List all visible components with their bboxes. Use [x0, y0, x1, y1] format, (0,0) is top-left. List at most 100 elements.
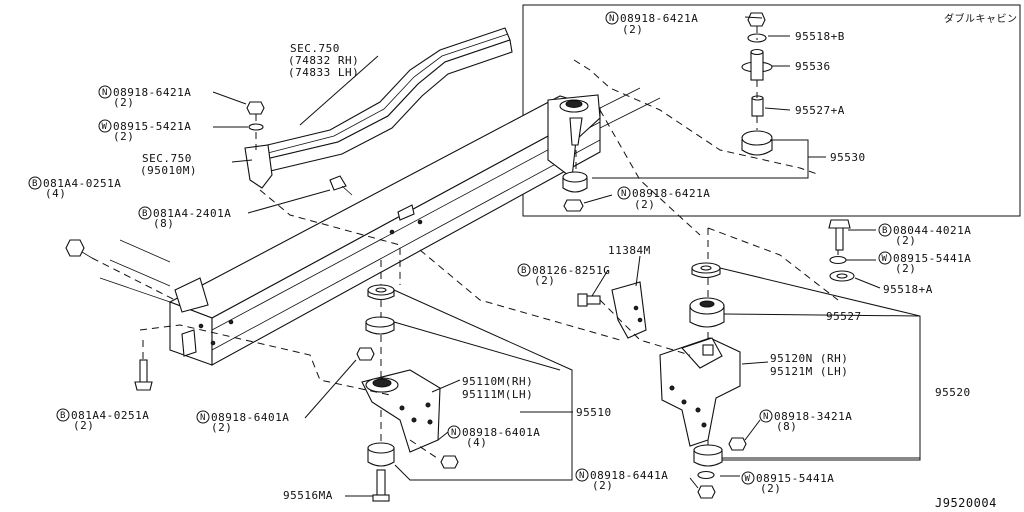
label-b-8251G: B 08126-8251G (2)	[517, 263, 610, 287]
side-member	[244, 27, 513, 189]
svg-text:08918-6401A: 08918-6401A	[462, 426, 540, 439]
svg-text:(8): (8)	[776, 420, 797, 433]
insulator-lower-95520	[693, 444, 723, 467]
label-b-4021A: B 08044-4021A (2)	[878, 223, 971, 247]
svg-text:95110M(RH): 95110M(RH)	[462, 375, 533, 388]
svg-text:95111M(LH): 95111M(LH)	[462, 388, 533, 401]
label-95536: 95536	[795, 60, 831, 73]
svg-text:08918-6421A: 08918-6421A	[113, 86, 191, 99]
bolt-0251A-bottom	[134, 359, 153, 391]
label-n-6421A-inset-bottom: N 08918-6421A (2)	[617, 186, 710, 211]
label-sec750-b: SEC.750 (95010M)	[140, 152, 197, 177]
svg-text:08126-8251G: 08126-8251G	[532, 264, 610, 277]
label-95518A: 95518+A	[883, 283, 933, 296]
mount-95530-upper	[741, 130, 773, 156]
svg-text:N: N	[763, 412, 768, 422]
label-n-6421A-left: N 08918-6421A (2)	[98, 85, 191, 109]
nut-3421A	[728, 437, 747, 451]
frame-rail	[99, 87, 661, 366]
svg-text:W: W	[745, 474, 751, 484]
mount-95530-lower	[562, 171, 588, 212]
svg-text:(2): (2)	[73, 419, 94, 432]
insulator-upper-95510	[367, 284, 395, 301]
label-95527: 95527	[826, 310, 862, 323]
diagram-id: J9520004	[935, 496, 997, 510]
svg-text:95121M (LH): 95121M (LH)	[770, 365, 848, 378]
insulator-lower-95510	[367, 442, 395, 467]
insulator-mid-95510	[365, 316, 395, 335]
label-n-6401A-right: N 08918-6401A (4)	[447, 425, 540, 449]
svg-text:(2): (2)	[113, 96, 134, 109]
svg-text:081A4-2401A: 081A4-2401A	[153, 207, 231, 220]
nut-6421A-left	[246, 101, 265, 115]
label-95518B: 95518+B	[795, 30, 845, 43]
svg-text:(4): (4)	[466, 436, 487, 449]
label-b-0251A-bottom: B 081A4-0251A (2)	[56, 408, 149, 432]
svg-text:SEC.750: SEC.750	[290, 42, 340, 55]
svg-text:B: B	[142, 209, 147, 219]
label-sec750-a: SEC.750 (74832 RH) (74833 LH)	[288, 42, 359, 79]
label-b-0251A-top: B 081A4-0251A (4)	[28, 176, 121, 200]
bolt-0251A-top	[65, 239, 93, 259]
bolt-08126-8251G	[577, 293, 601, 307]
svg-text:(2): (2)	[895, 234, 916, 247]
label-n-6421A-inset-top: N 08918-6421A (2)	[605, 11, 698, 36]
nut-6441A	[697, 485, 716, 499]
insulator-upper-95520	[691, 262, 721, 279]
bracket-95110M	[361, 369, 441, 453]
svg-text:(2): (2)	[622, 23, 643, 36]
svg-text:(2): (2)	[592, 479, 613, 492]
label-w-5441A-top: W 08915-5441A (2)	[878, 251, 971, 275]
svg-text:N: N	[579, 471, 584, 481]
svg-text:(2): (2)	[895, 262, 916, 275]
svg-text:B: B	[882, 226, 887, 236]
label-95120N: 95120N (RH) 95121M (LH)	[770, 352, 848, 378]
nut-6401A-right	[440, 455, 459, 469]
svg-text:B: B	[521, 266, 526, 276]
svg-text:(74832 RH): (74832 RH)	[288, 54, 359, 67]
svg-text:(8): (8)	[153, 217, 174, 230]
svg-text:08044-4021A: 08044-4021A	[893, 224, 971, 237]
washer-5441A-top	[829, 255, 847, 265]
svg-text:08918-6421A: 08918-6421A	[620, 12, 698, 25]
label-95530: 95530	[830, 151, 866, 164]
svg-text:08915-5441A: 08915-5441A	[893, 252, 971, 265]
svg-text:08918-6421A: 08918-6421A	[632, 187, 710, 200]
mount-95527	[689, 297, 725, 328]
svg-text:(2): (2)	[113, 130, 134, 143]
label-w-5421A: W 08915-5421A (2)	[98, 119, 191, 143]
label-n-6441A: N 08918-6441A (2)	[575, 468, 668, 492]
inset-bracket	[547, 94, 601, 180]
svg-text:081A4-0251A: 081A4-0251A	[43, 177, 121, 190]
svg-text:(74833 LH): (74833 LH)	[288, 66, 359, 79]
sleeve-95527A	[751, 95, 764, 117]
bushing-95536	[741, 48, 773, 81]
label-95527A: 95527+A	[795, 104, 845, 117]
svg-text:W: W	[882, 254, 888, 264]
label-n-6401A-left: N 08918-6401A (2)	[196, 410, 289, 434]
svg-text:N: N	[621, 189, 626, 199]
svg-text:W: W	[102, 122, 108, 132]
svg-text:SEC.750: SEC.750	[142, 152, 192, 165]
svg-text:(2): (2)	[760, 482, 781, 495]
inset-title: ダブルキャビン	[944, 12, 1018, 25]
label-w-5441A-bottom: W 08915-5441A (2)	[741, 471, 834, 495]
inset-top-nut	[747, 12, 766, 27]
svg-text:N: N	[609, 14, 614, 24]
label-11384M: 11384M	[608, 244, 651, 257]
bolt-08044-4021A	[828, 219, 851, 251]
svg-text:N: N	[102, 88, 107, 98]
washer-95518A	[829, 270, 855, 282]
label-95110M: 95110M(RH) 95111M(LH)	[462, 375, 533, 401]
svg-text:(2): (2)	[211, 421, 232, 434]
svg-text:08918-6441A: 08918-6441A	[590, 469, 668, 482]
svg-text:08915-5421A: 08915-5421A	[113, 120, 191, 133]
svg-text:(4): (4)	[45, 187, 66, 200]
svg-text:(2): (2)	[534, 274, 555, 287]
svg-text:95120N (RH): 95120N (RH)	[770, 352, 848, 365]
bolt-2401A	[329, 175, 353, 196]
svg-text:N: N	[200, 413, 205, 423]
svg-text:B: B	[32, 179, 37, 189]
svg-text:(95010M): (95010M)	[140, 164, 197, 177]
svg-text:08915-5441A: 08915-5441A	[756, 472, 834, 485]
